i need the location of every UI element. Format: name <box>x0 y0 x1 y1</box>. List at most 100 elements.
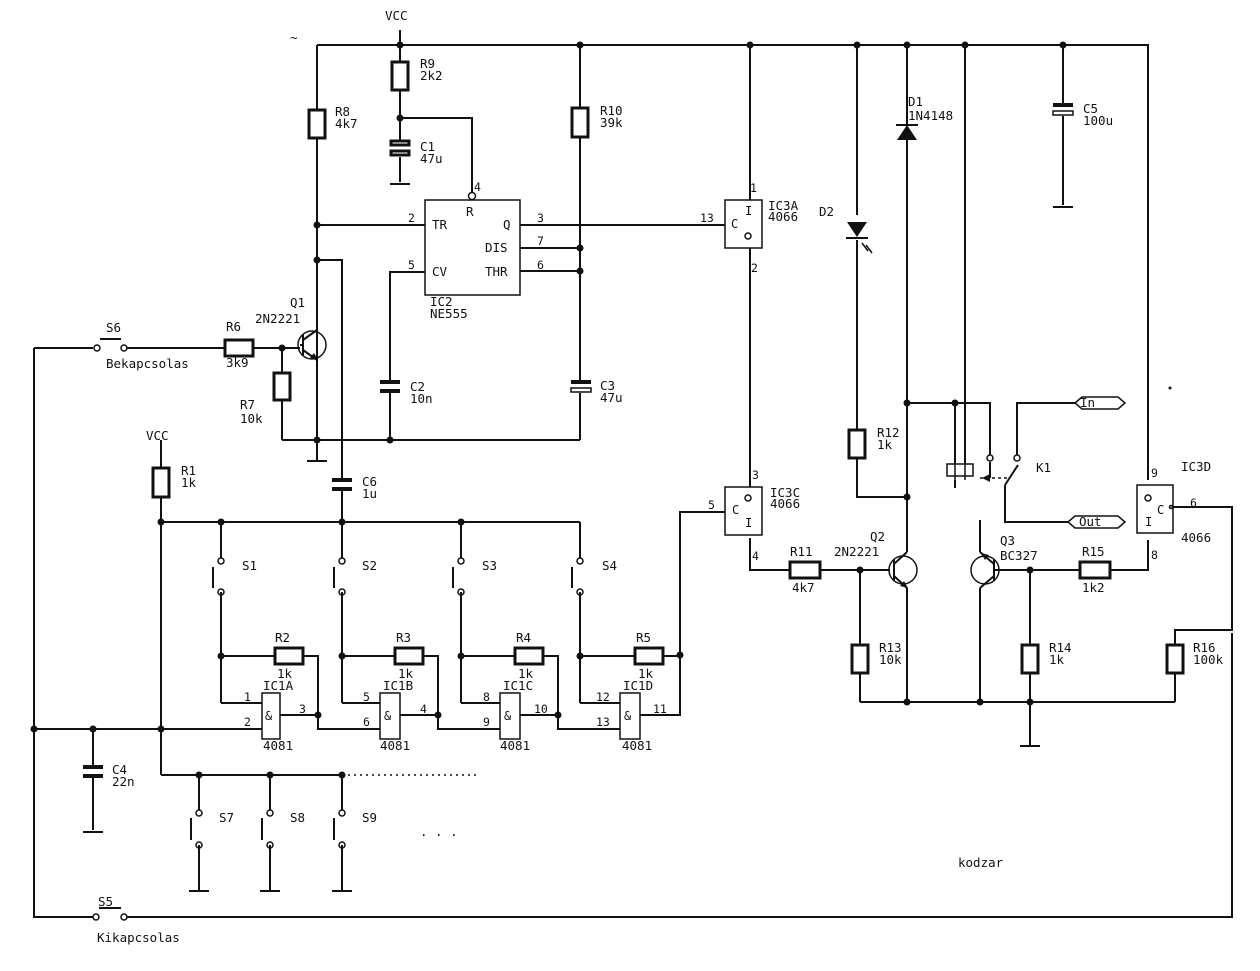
svg-text:4: 4 <box>752 549 759 563</box>
resistor-r5 <box>633 646 665 666</box>
junctions <box>30 41 1172 779</box>
timer-ne555: TR R Q DIS CV THR 2 4 3 7 5 6 IC2 NE555 <box>408 180 544 321</box>
and-gate-ic1b: & 5 6 4 IC1B 4081 <box>363 678 427 753</box>
svg-text:&: & <box>624 709 632 723</box>
svg-text:C2: C2 <box>410 379 425 394</box>
svg-text:C4: C4 <box>112 762 127 777</box>
svg-text:I: I <box>745 516 752 530</box>
svg-text:11: 11 <box>653 702 667 716</box>
svg-text:39k: 39k <box>600 115 623 130</box>
svg-text:4066: 4066 <box>770 496 800 511</box>
ic-name: IC2 <box>430 294 453 309</box>
pin-cv-label: CV <box>432 264 448 279</box>
more-switches-dots: . . . <box>420 824 458 839</box>
capacitor-c5 <box>1052 103 1074 116</box>
svg-text:BC327: BC327 <box>1000 548 1038 563</box>
svg-text:C6: C6 <box>362 474 377 489</box>
resistor-r14 <box>1020 643 1040 675</box>
svg-text:&: & <box>504 709 512 723</box>
relay-out-label: Out <box>1079 514 1102 529</box>
svg-text:&: & <box>384 709 392 723</box>
svg-text:S6: S6 <box>106 320 121 335</box>
relay-name: K1 <box>1036 460 1051 475</box>
svg-text:D1: D1 <box>908 94 923 109</box>
switch-s3 <box>452 557 465 596</box>
svg-text:4066: 4066 <box>768 209 798 224</box>
resistor-r16 <box>1165 643 1185 675</box>
resistor-r11 <box>788 560 822 580</box>
svg-text:S4: S4 <box>602 558 617 573</box>
svg-text:3: 3 <box>299 702 306 716</box>
svg-text:C: C <box>732 503 739 517</box>
svg-text:100u: 100u <box>1083 113 1113 128</box>
svg-text:R1: R1 <box>181 463 196 478</box>
switch-s4 <box>571 557 584 596</box>
and-gate-ic1c: & 8 9 10 IC1C 4081 <box>483 678 548 753</box>
svg-text:S2: S2 <box>362 558 377 573</box>
switch-s2 <box>333 557 346 596</box>
resistor-r1 <box>151 466 171 499</box>
ic-type: NE555 <box>430 306 468 321</box>
resistor-r12 <box>847 428 867 460</box>
svg-text:100k: 100k <box>1193 652 1224 667</box>
and-gate-ic1d: & 12 13 11 IC1D 4081 <box>596 678 667 753</box>
capacitors <box>83 103 1074 778</box>
svg-text:4081: 4081 <box>380 738 410 753</box>
vcc-label: VCC <box>146 428 169 443</box>
capacitor-c1 <box>389 139 411 157</box>
svg-text:Kikapcsolas: Kikapcsolas <box>97 930 180 945</box>
svg-text:R6: R6 <box>226 319 241 334</box>
svg-text:1N4148: 1N4148 <box>908 108 953 123</box>
switch-s6 <box>93 338 128 352</box>
led-d2 <box>846 222 873 254</box>
svg-text:IC1D: IC1D <box>623 678 653 693</box>
relay-in-label: In <box>1080 395 1095 410</box>
capacitor-c3 <box>570 380 592 393</box>
switch-s9 <box>333 809 346 849</box>
author-label: kodzar <box>958 855 1004 870</box>
svg-text:4: 4 <box>420 702 427 716</box>
resistor-r13 <box>850 643 870 675</box>
svg-text:S9: S9 <box>362 810 377 825</box>
and-gate-ic1a: & 1 2 3 IC1A 4081 <box>244 678 306 753</box>
svg-text:IC3C: IC3C <box>770 485 800 500</box>
resistor-r9 <box>390 60 410 92</box>
svg-text:10k: 10k <box>240 411 263 426</box>
resistor-r3 <box>393 646 425 666</box>
svg-text:2N2221: 2N2221 <box>255 311 300 326</box>
svg-text:4081: 4081 <box>500 738 530 753</box>
svg-text:R7: R7 <box>240 397 255 412</box>
tilde-mark: ~ <box>290 30 298 45</box>
svg-text:S7: S7 <box>219 810 234 825</box>
resistor-r7 <box>272 371 292 402</box>
pin-number: 2 <box>408 211 415 225</box>
svg-text:D2: D2 <box>819 204 834 219</box>
svg-text:C5: C5 <box>1083 101 1098 116</box>
svg-text:4081: 4081 <box>263 738 293 753</box>
svg-text:6: 6 <box>363 715 370 729</box>
svg-text:2k2: 2k2 <box>420 68 443 83</box>
svg-text:4k7: 4k7 <box>792 580 815 595</box>
resistor-r6 <box>223 338 255 358</box>
pin-r-label: R <box>466 204 474 219</box>
pin-number: 7 <box>537 234 544 248</box>
svg-text:13: 13 <box>596 715 610 729</box>
pin-number: 6 <box>537 258 544 272</box>
svg-text:5: 5 <box>363 690 370 704</box>
svg-text:1k2: 1k2 <box>1082 580 1105 595</box>
pin-number: 5 <box>408 258 415 272</box>
svg-text:C: C <box>731 217 738 231</box>
svg-text:IC3A: IC3A <box>768 198 799 213</box>
svg-text:1: 1 <box>244 690 251 704</box>
pushbutton-switches <box>92 338 584 921</box>
svg-text:1k: 1k <box>518 666 534 681</box>
svg-text:C1: C1 <box>420 139 435 154</box>
svg-text:1k: 1k <box>638 666 654 681</box>
pin-q-label: Q <box>503 217 511 232</box>
switch-ic3a: I C 1 13 2 IC3A 4066 <box>700 181 799 275</box>
relay-in-port: In <box>1073 395 1127 410</box>
svg-text:3: 3 <box>752 468 759 482</box>
svg-text:R9: R9 <box>420 56 435 71</box>
